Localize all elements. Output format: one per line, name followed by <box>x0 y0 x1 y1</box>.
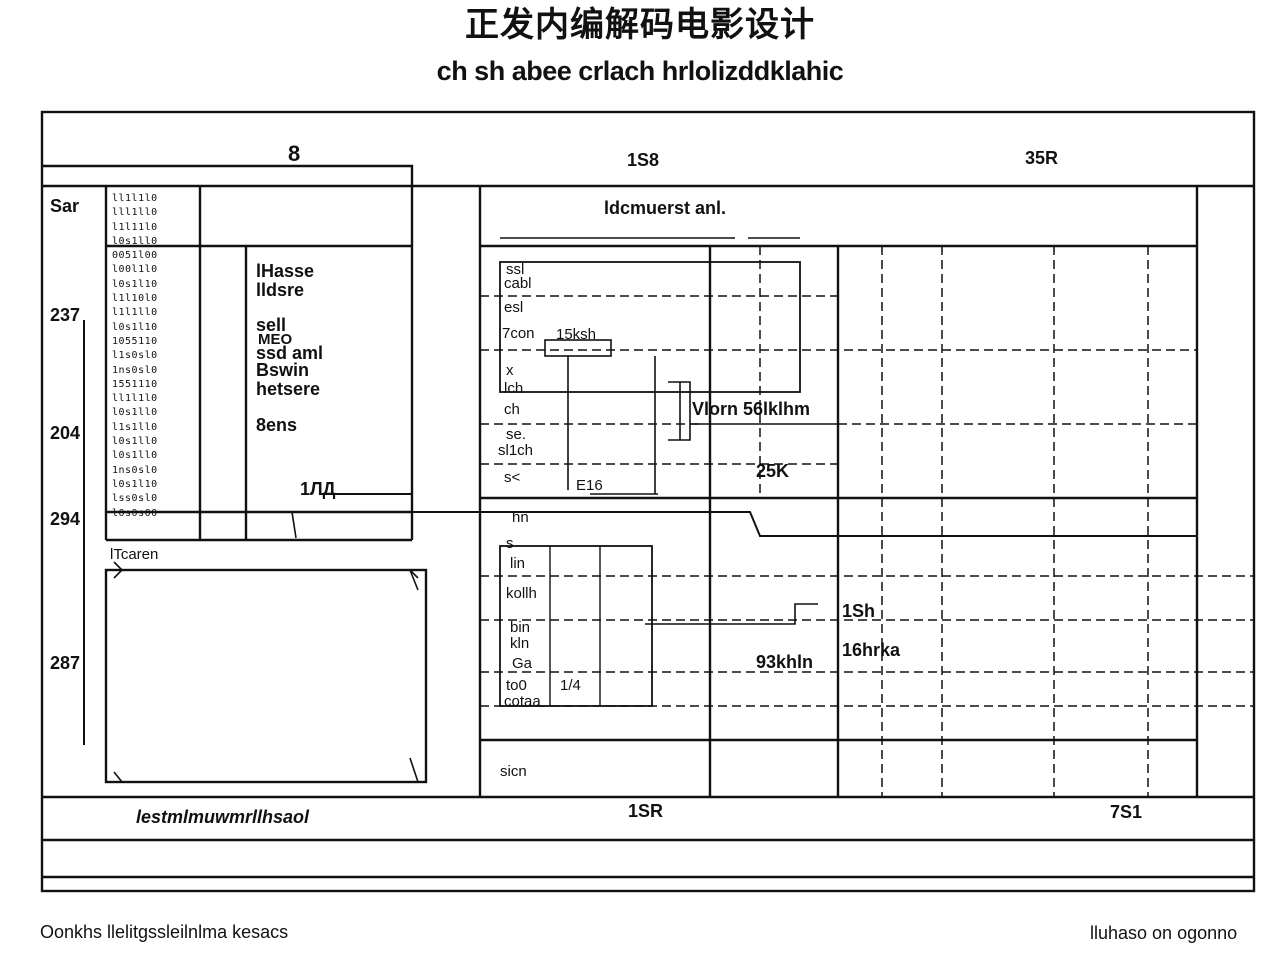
left-block-line-4: MEO <box>258 331 293 348</box>
tick-row: l1l1ll0 <box>112 307 158 319</box>
axis-label-1: 237 <box>50 305 81 325</box>
left-block-line-6: Bswin <box>256 360 310 380</box>
mid-label-b10: cotaa <box>504 693 541 710</box>
bottom-right-label: 7S1 <box>1110 802 1143 822</box>
mid-value-b: 93khln <box>756 652 814 672</box>
mid-label-a9: se. <box>506 426 527 443</box>
tick-row: l0s0s00 <box>112 507 158 519</box>
tick-row: l1l10l0 <box>112 293 158 305</box>
footer-right: lluhaso on ogonno <box>1090 923 1238 943</box>
mid-side-label: Vlorn 56lklhm <box>692 399 811 419</box>
right-label-b: 16hrka <box>842 640 901 660</box>
axis-label-3: 294 <box>50 509 81 529</box>
tick-row: l1s0sl0 <box>112 350 158 362</box>
mid-label-b5: bin <box>510 619 531 636</box>
mid-value-a: 25K <box>756 461 790 481</box>
axis-top-label: Sar <box>50 196 80 216</box>
tick-row: lll1ll0 <box>112 207 158 219</box>
mid-label-a8: ch <box>504 401 520 418</box>
tick-row: lss0sl0 <box>112 493 158 505</box>
mid-label-b8: to0 <box>506 677 527 694</box>
left-header-box <box>42 164 414 540</box>
bottom-left-label: lestmlmuwmrllhsaol <box>136 807 310 827</box>
mid-header: 1S8 <box>627 150 660 170</box>
left-block-line-7: hetsere <box>256 379 321 399</box>
left-block-line-5: ssd aml <box>256 343 324 363</box>
mid-label-a2: cabl <box>504 275 532 292</box>
tick-row: l0s1ll0 <box>112 407 158 419</box>
tick-row: l00l1l0 <box>112 264 158 276</box>
mid-label-a11: s< <box>504 469 521 486</box>
left-arrow-label: 1ЛД <box>300 479 336 499</box>
mid-label-b6: kln <box>510 635 530 652</box>
tick-row: l0s1l10 <box>112 278 158 290</box>
mid-label-a12: E16 <box>576 477 603 494</box>
mid-label-b4: kollh <box>506 585 537 602</box>
tick-row: 0051l00 <box>112 250 158 262</box>
mid-label-b3: lin <box>510 555 526 572</box>
tick-row: l1s1ll0 <box>112 421 158 433</box>
page-subtitle: ch sh abee crlach hrlolizddklahic <box>436 56 844 86</box>
tick-row: l1l11l0 <box>112 221 158 233</box>
mid-label-a10: sl1ch <box>498 442 534 459</box>
footer-left: Oonkhs llelitgssleilnlma kesacs <box>40 922 289 942</box>
tick-row: l0s1l10 <box>112 478 158 490</box>
mid-label-a4: 7con <box>502 325 535 342</box>
left-lower-box <box>104 568 428 784</box>
tick-row: 1055110 <box>112 335 158 347</box>
tick-row: 1ns0sl0 <box>112 464 158 476</box>
tick-row: l0s1ll0 <box>112 235 158 247</box>
mid-label-b2: s <box>506 535 514 552</box>
left-header: 8 <box>288 141 301 166</box>
tick-row: ll1l1l0 <box>112 393 158 405</box>
mid-label-a7: lch <box>504 380 524 397</box>
left-box-label: lTcaren <box>110 546 159 563</box>
mid-label-a3: esl <box>504 299 524 316</box>
mid-label-a6: x <box>506 362 514 379</box>
axis-label-4: 287 <box>50 653 81 673</box>
tick-row: 1551110 <box>112 378 158 390</box>
mid-section-header: ldcmuerst anl. <box>604 198 727 218</box>
mid-label-b7: Ga <box>512 655 533 672</box>
tick-row: l0s1l10 <box>112 321 158 333</box>
outer-border <box>40 110 1256 893</box>
left-block-line-2: lldsre <box>256 280 305 300</box>
mid-label-b1: hn <box>512 509 529 526</box>
page-title: 正发内编解码电影设计 <box>465 6 815 44</box>
left-block-line-3: sell <box>256 315 287 335</box>
mid-foot-label: sicn <box>500 763 527 780</box>
mid-label-a1: ssl <box>506 261 525 278</box>
right-label-a: 1Sh <box>842 601 876 621</box>
tick-row: 1ns0sl0 <box>112 364 158 376</box>
tick-row: l0s1ll0 <box>112 436 158 448</box>
tick-row: ll1l1l0 <box>112 193 158 204</box>
left-block-line-8: 8ens <box>256 415 298 435</box>
mid-label-b9: 1/4 <box>560 677 581 694</box>
tick-column: ll1l1l0 lll1ll0 l1l11l0 l0s1ll0 0051l00 l00l1… <box>112 192 184 521</box>
right-header: 35R <box>1025 148 1059 168</box>
mid-label-a5: 15ksh <box>556 326 597 343</box>
axis-label-2: 204 <box>50 423 81 443</box>
tick-row: l0s1ll0 <box>112 450 158 462</box>
left-block-line-1: lHasse <box>256 261 315 281</box>
bottom-mid-label: 1SR <box>628 801 664 821</box>
